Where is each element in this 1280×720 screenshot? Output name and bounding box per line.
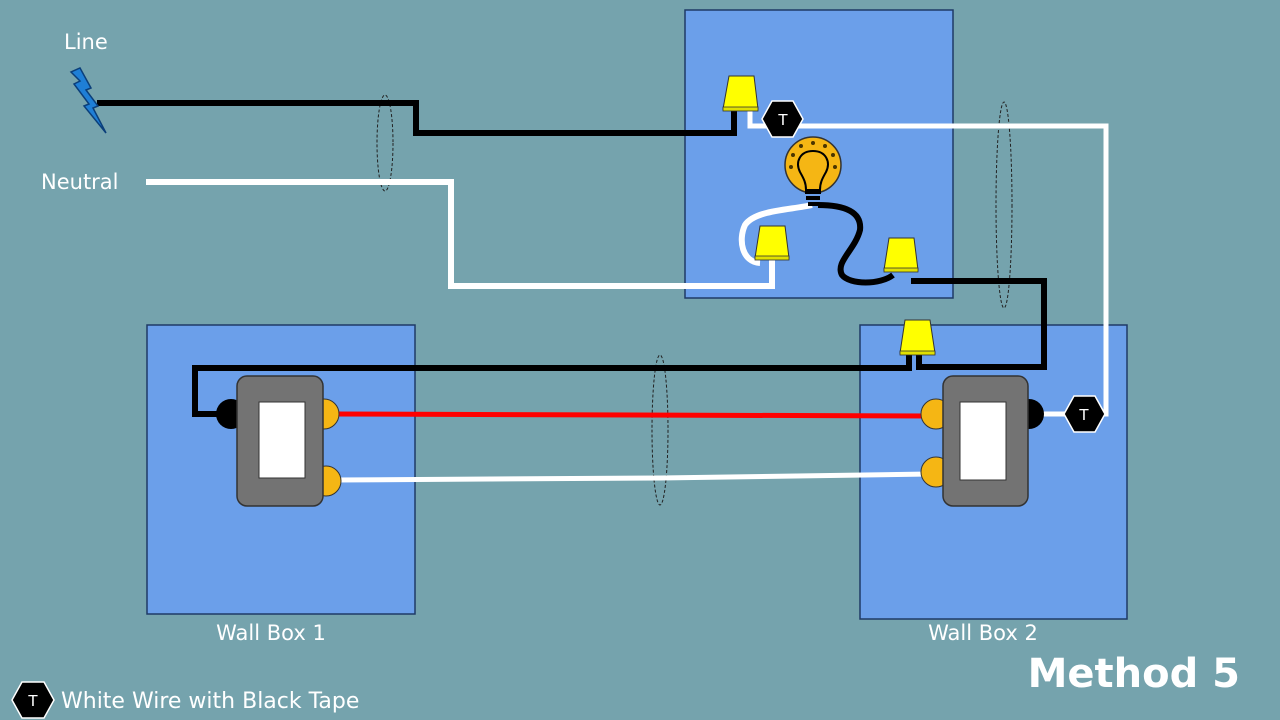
cable-marker-fixture-to-box2 <box>995 101 1013 309</box>
hexagon-tape-icon: T <box>1063 395 1106 433</box>
legend-text: White Wire with Black Tape <box>61 689 359 714</box>
common-wire-box1 <box>192 355 912 417</box>
wire-nut-icon <box>754 225 790 261</box>
tape-marker-label: T <box>1078 406 1089 424</box>
neutral-label: Neutral <box>41 170 119 194</box>
hexagon-tape-icon: T <box>761 100 804 138</box>
legend-tape-marker-label: T <box>27 692 38 710</box>
wire-nut-icon <box>899 319 936 356</box>
lightning-bolt-icon <box>69 67 107 134</box>
method-title: Method 5 <box>1028 651 1240 697</box>
wire-nut-icon <box>883 237 919 273</box>
wall-box-1-label: Wall Box 1 <box>216 621 326 645</box>
tape-marker-label: T <box>777 111 788 129</box>
cable-marker-line-run <box>376 94 394 192</box>
light-bulb-icon <box>784 136 842 206</box>
bulb-hot-wire <box>911 278 1047 370</box>
neutral-wire <box>146 179 775 289</box>
traveler-red-wire <box>334 411 931 419</box>
line-hot-wire <box>97 100 737 136</box>
fixture-pigtail-black <box>817 202 895 286</box>
cable-marker-box1-to-box2 <box>651 354 669 506</box>
line-label: Line <box>64 30 108 54</box>
three-way-switch-1 <box>216 375 342 507</box>
three-way-switch-2 <box>920 375 1044 507</box>
legend-hexagon-tape-icon: T <box>11 681 55 719</box>
fixture-pigtail-white <box>738 202 813 266</box>
wire-nut-icon <box>722 75 759 112</box>
traveler-white-wire <box>334 471 931 483</box>
wall-box-2-label: Wall Box 2 <box>928 621 1038 645</box>
